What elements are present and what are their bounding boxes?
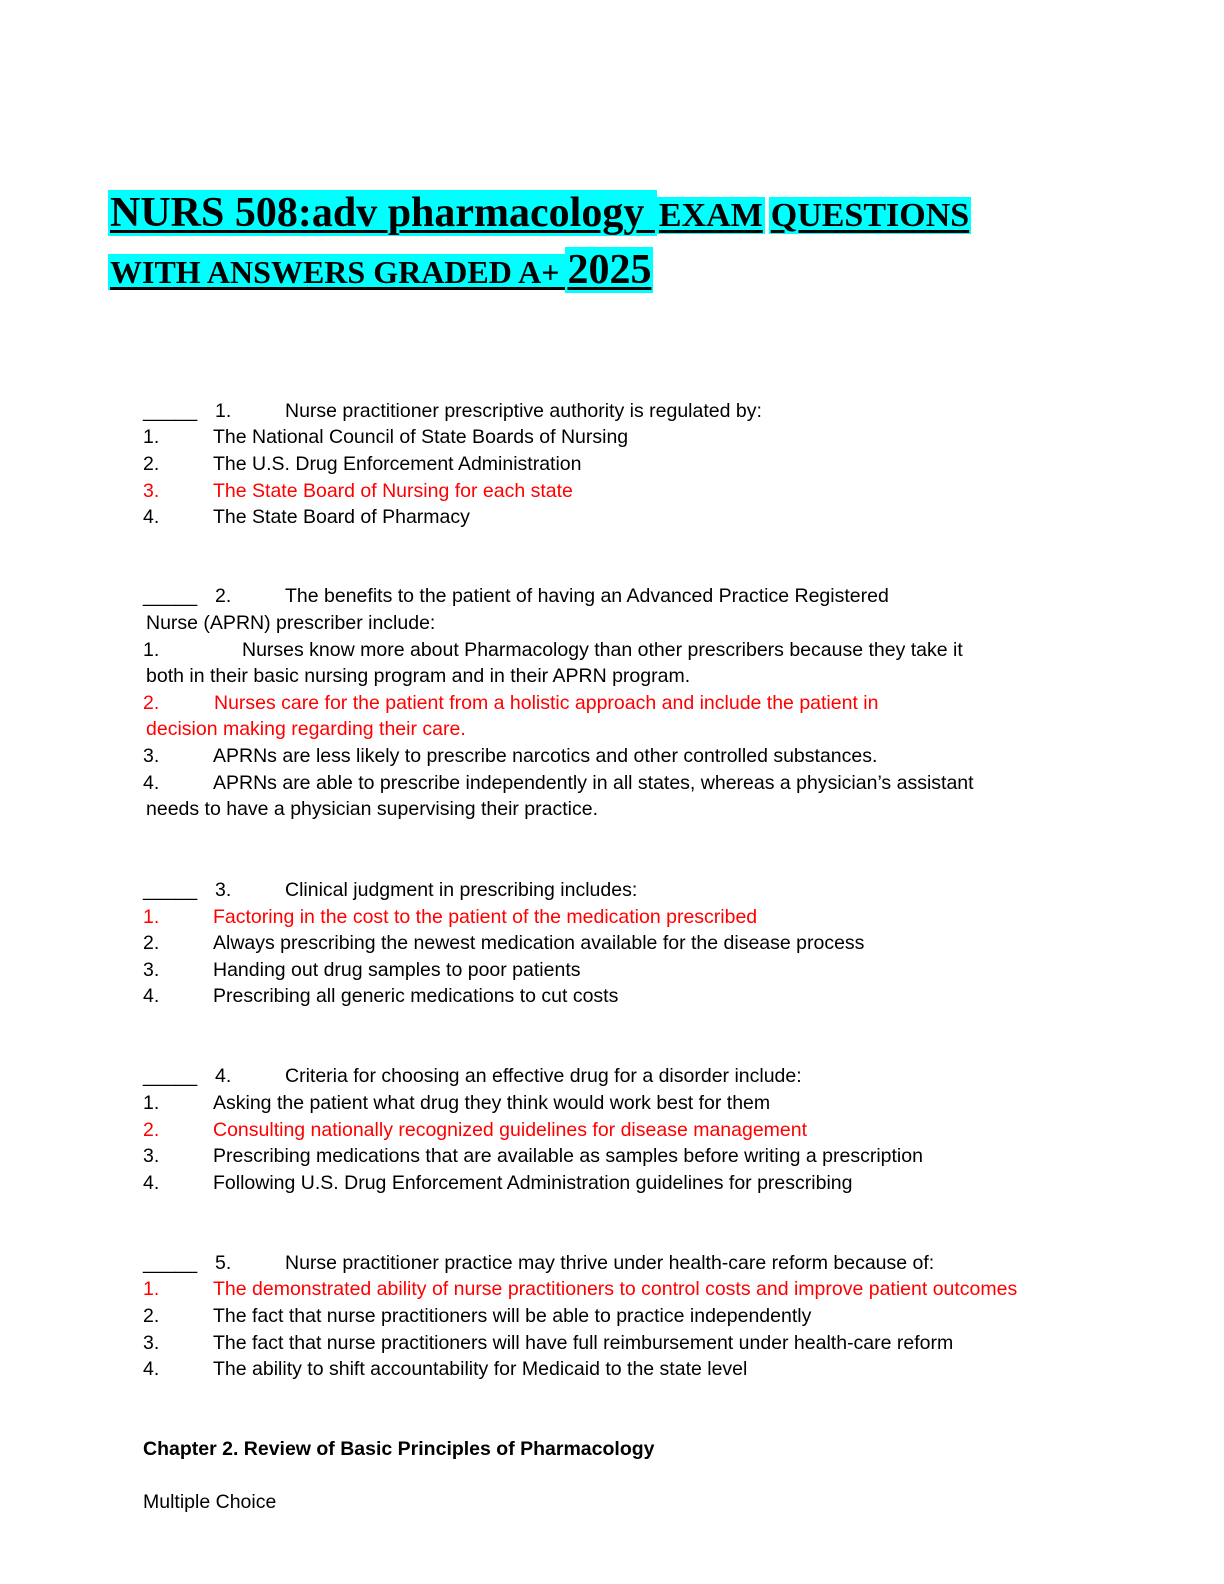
option-number: 3. (143, 745, 160, 767)
document-title: NURS 508:adv pharmacology EXAM QUESTIONS… (108, 186, 1108, 302)
option-number: 4. (143, 985, 160, 1007)
option-number: 4. (143, 506, 160, 528)
question-number: 3. (215, 879, 232, 901)
option-number: 3. (143, 480, 160, 502)
question-stem: Clinical judgment in prescribing include… (285, 879, 638, 901)
title-exam: EXAM (656, 197, 765, 234)
option-number: 1. (143, 639, 160, 661)
option-number: 3. (143, 959, 160, 981)
option-text: The demonstrated ability of nurse practi… (213, 1278, 1018, 1300)
title-line-2: WITH ANSWERS GRADED A+ 2025 (108, 244, 1108, 302)
answer-blank: _____ (143, 585, 198, 607)
option-text: Asking the patient what drug they think … (213, 1092, 771, 1114)
question-stem: The benefits to the patient of having an… (285, 585, 889, 607)
option-number: 2. (143, 932, 160, 954)
option-number: 1. (143, 1278, 160, 1300)
question-number: 5. (215, 1252, 232, 1274)
option-number: 3. (143, 1332, 160, 1354)
title-course: NURS 508:adv pharmacology (108, 190, 657, 236)
option-text: The National Council of State Boards of … (213, 426, 629, 448)
option-text: APRNs are less likely to prescribe narco… (213, 745, 878, 767)
option-number: 1. (143, 1092, 160, 1114)
answer-blank: _____ (143, 400, 198, 422)
option-number: 2. (143, 1305, 160, 1327)
chapter-heading: Chapter 2. Review of Basic Principles of… (143, 1438, 655, 1460)
option-text: The fact that nurse practitioners will h… (213, 1332, 954, 1354)
question-number: 4. (215, 1065, 232, 1087)
option-text: APRNs are able to prescribe independentl… (213, 772, 974, 794)
option-text: The ability to shift accountability for … (213, 1358, 748, 1380)
option-number: 2. (143, 1119, 160, 1141)
option-number: 2. (143, 692, 160, 714)
option-number: 3. (143, 1145, 160, 1167)
option-text: Nurses know more about Pharmacology than… (242, 639, 963, 661)
title-year: 2025 (565, 247, 654, 293)
option-text: Following U.S. Drug Enforcement Administ… (213, 1172, 853, 1194)
option-number: 4. (143, 772, 160, 794)
title-line-1: NURS 508:adv pharmacology EXAM QUESTIONS (108, 186, 1108, 244)
question-number: 1. (215, 400, 232, 422)
answer-blank: _____ (143, 879, 198, 901)
option-number: 4. (143, 1172, 160, 1194)
question-stem: Nurse practitioner prescriptive authorit… (285, 400, 762, 422)
option-text: The fact that nurse practitioners will b… (213, 1305, 812, 1327)
option-text: Always prescribing the newest medication… (213, 932, 865, 954)
option-text: The State Board of Pharmacy (213, 506, 470, 528)
option-text: The State Board of Nursing for each stat… (213, 480, 573, 502)
answer-blank: _____ (143, 1065, 198, 1087)
option-text: Factoring in the cost to the patient of … (213, 906, 758, 928)
option-text: Consulting nationally recognized guideli… (213, 1119, 808, 1141)
option-text: Prescribing medications that are availab… (213, 1145, 923, 1167)
option-text: Nurses care for the patient from a holis… (214, 692, 879, 714)
question-number: 2. (215, 585, 232, 607)
option-number: 4. (143, 1358, 160, 1380)
option-number: 1. (143, 426, 160, 448)
option-number: 1. (143, 906, 160, 928)
option-text: The U.S. Drug Enforcement Administration (213, 453, 582, 475)
question-stem: Nurse practitioner practice may thrive u… (285, 1252, 935, 1274)
option-number: 2. (143, 453, 160, 475)
option-text: Prescribing all generic medications to c… (213, 985, 619, 1007)
option-text: Handing out drug samples to poor patient… (213, 959, 581, 981)
answer-blank: _____ (143, 1252, 198, 1274)
question-stem: Criteria for choosing an effective drug … (285, 1065, 802, 1087)
title-answers: WITH ANSWERS GRADED A+ (108, 254, 570, 290)
title-questions: QUESTIONS (768, 197, 972, 234)
section-label: Multiple Choice (143, 1491, 277, 1513)
